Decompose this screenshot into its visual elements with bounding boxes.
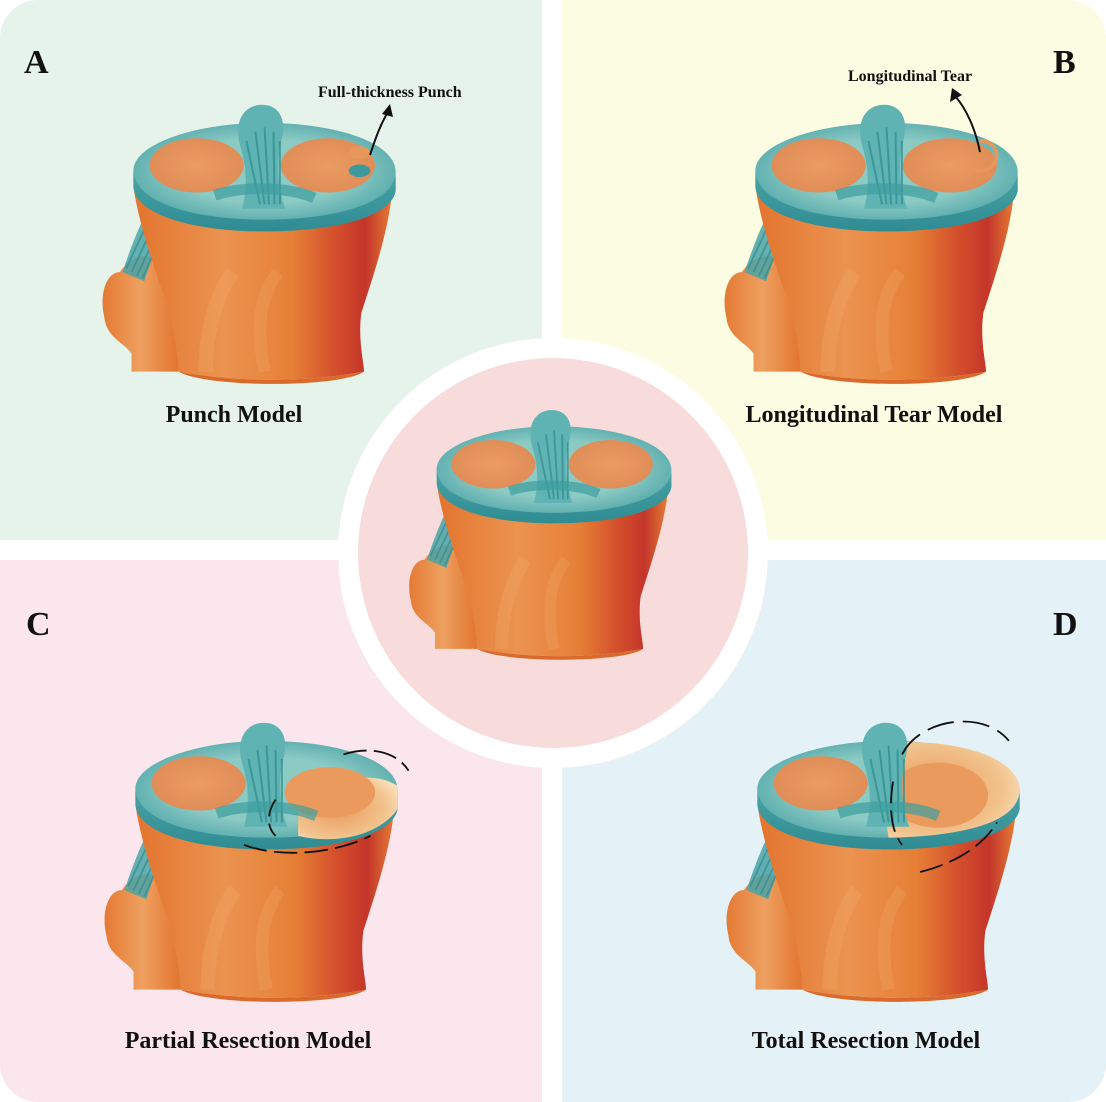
caption-partial-resection-model: Partial Resection Model <box>124 1028 372 1054</box>
panel-letter-b: B <box>1053 44 1076 81</box>
tear-annotation: Longitudinal Tear <box>848 68 973 85</box>
knee-total-resection-illustration <box>694 718 1074 1008</box>
knee-partial-resection-illustration <box>72 718 410 1008</box>
tear-icon <box>973 139 999 173</box>
caption-total-resection-model: Total Resection Model <box>751 1028 981 1054</box>
punch-arrow-icon <box>369 104 393 156</box>
punch-annotation: Full-thickness Punch <box>318 84 462 101</box>
knee-punch-illustration <box>70 100 450 390</box>
knee-normal-illustration <box>380 398 720 673</box>
knee-tear-illustration <box>692 100 1072 390</box>
caption-punch-model: Punch Model <box>165 402 303 428</box>
panel-letter-c: C <box>26 606 51 643</box>
panel-letter-d: D <box>1053 606 1078 643</box>
caption-longitudinal-tear-model: Longitudinal Tear Model <box>745 402 1003 428</box>
punch-hole-icon <box>348 146 371 160</box>
panel-letter-a: A <box>24 44 49 81</box>
tear-arrow-icon <box>950 88 981 153</box>
